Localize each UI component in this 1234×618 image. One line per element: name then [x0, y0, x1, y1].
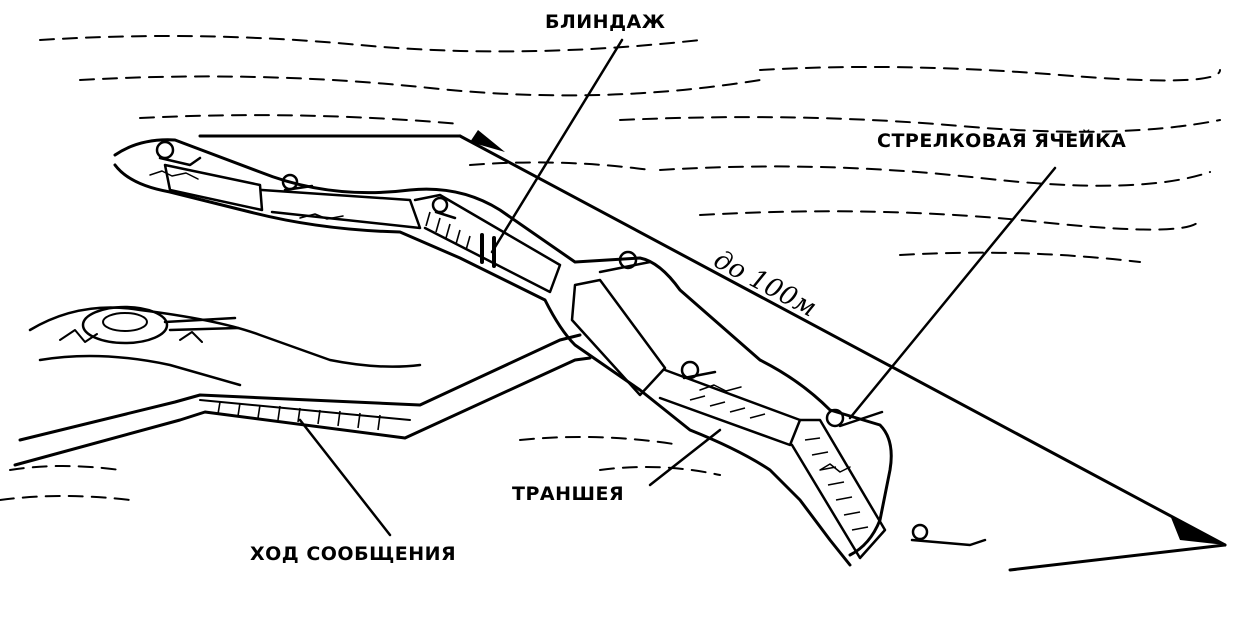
soldier-figure	[431, 196, 457, 220]
soldier-figures	[155, 140, 987, 547]
label-rifle-cell: СТРЕЛКОВАЯ ЯЧЕЙКА	[877, 129, 1126, 152]
label-trench: ТРАНШЕЯ	[512, 483, 624, 505]
passage-hatching	[217, 401, 381, 431]
trench-wall-hatching	[425, 211, 869, 531]
soldier-figure	[155, 140, 202, 167]
background-terrain-strokes	[0, 35, 1221, 501]
gun-emplacement	[59, 305, 240, 345]
soldier-figure	[910, 523, 987, 547]
soldier-figure	[680, 360, 717, 380]
soldier-figure	[598, 250, 652, 274]
distance-arrow	[198, 130, 1227, 572]
soldier-figure	[281, 173, 314, 192]
label-dugout: БЛИНДАЖ	[545, 11, 665, 33]
label-communication-passage: ХОД СООБЩЕНИЯ	[250, 543, 456, 565]
communication-passage	[13, 306, 592, 467]
leader-lines	[298, 38, 1057, 537]
label-distance: до 100м	[709, 245, 822, 324]
fire-trench	[163, 163, 887, 560]
dugout-posts	[480, 233, 496, 268]
soldier-figure	[825, 408, 884, 428]
